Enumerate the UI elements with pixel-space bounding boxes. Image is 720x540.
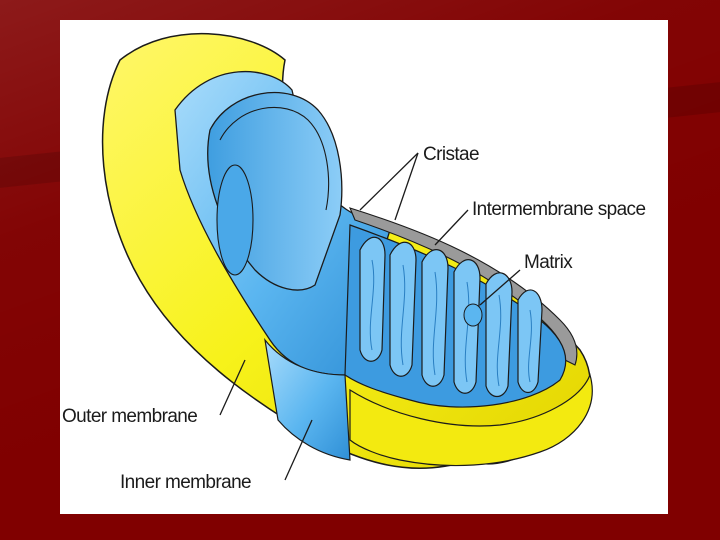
crista-fold [517,289,543,394]
crista-highlight [432,271,438,376]
crista-fold [485,272,513,398]
crista-highlight [496,294,502,387]
inner-membrane-rim [219,106,330,211]
label-matrix: Matrix [524,252,573,273]
crista-highlight [464,281,470,383]
inner-membrane-pointer [284,419,313,481]
label-outer-membrane: Outer membrane [62,406,197,427]
crista-fold [453,259,481,394]
cristae-folds [359,236,543,398]
outer-membrane-pointer [219,359,246,416]
figure-panel: Cristae Intermembrane space Matrix Outer… [60,20,668,514]
crista-highlight [528,309,532,383]
cristae-highlights [369,259,532,387]
inner-cylinder-ellipse [216,164,254,276]
outer-membrane-cut-face [349,373,593,467]
label-cristae: Cristae [423,144,479,165]
intermembrane-pointer [434,209,469,246]
crista-fold [389,241,417,377]
mitochondrion-diagram: Cristae Intermembrane space Matrix Outer… [62,33,646,493]
cristae-pointer-1 [359,152,419,211]
matrix-granule [463,303,483,327]
crista-highlight [400,264,406,366]
label-inner-membrane: Inner membrane [120,472,251,493]
label-intermembrane-space: Intermembrane space [472,199,645,220]
matrix-pointer [479,269,521,306]
crista-highlight [369,259,375,351]
inner-membrane-lower-strip [264,337,351,461]
label-pointers [219,152,521,481]
cristae-pointer-2 [394,152,419,221]
intermembrane-space-band [349,207,578,366]
crista-fold [421,249,449,387]
